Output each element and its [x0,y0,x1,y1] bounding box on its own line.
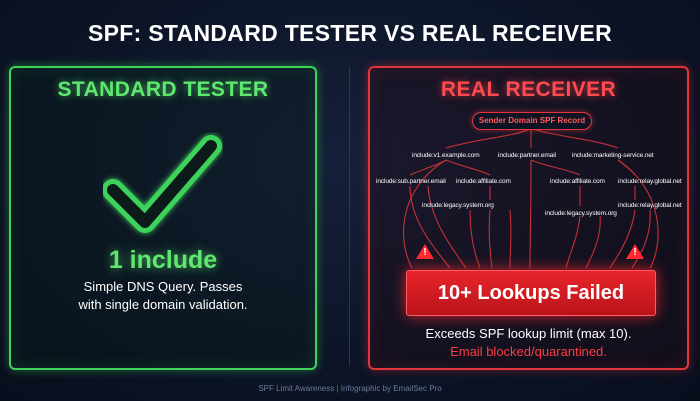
real-receiver-heading: REAL RECEIVER [440,78,617,101]
include-item: include:legacy.system.org [545,210,617,217]
standard-tester-heading: STANDARD TESTER [57,78,269,101]
warning-icon [626,244,644,259]
include-item: include:marketing-service.net [572,152,654,159]
include-count: 1 include [108,246,218,274]
standard-tester-panel: STANDARD TESTER 1 include Simple DNS Que… [9,66,317,370]
footer-credit: SPF Limit Awareness | Infographic by Ema… [258,384,442,393]
include-item: include:partner.email [498,152,556,159]
real-receiver-panel: REAL RECEIVER Sender Domai [368,66,689,370]
real-receiver-desc-line2: Email blocked/quarantined. [450,344,607,359]
include-item: include:affiliate.com [550,178,605,185]
center-divider [349,66,350,366]
page-title: SPF: STANDARD TESTER VS REAL RECEIVER [88,20,612,46]
include-item: include:affiliate.com [456,178,511,185]
real-receiver-desc-line1: Exceeds SPF lookup limit (max 10). [425,326,632,341]
standard-desc-line2: with single domain validation. [78,297,248,312]
warning-mark: ! [633,247,637,258]
warning-icon [416,244,434,259]
standard-desc-line1: Simple DNS Query. Passes [83,279,243,294]
include-item: include:sub.partner.email [376,178,446,185]
standard-tester-description: Simple DNS Query. Passes with single dom… [11,278,315,314]
lookups-failed-banner: 10+ Lookups Failed [406,270,656,316]
sender-domain-spf-record: Sender Domain SPF Record [472,112,592,130]
warning-mark: ! [423,247,427,258]
checkmark-icon [103,135,222,233]
include-item: include:relay.global.net [618,178,682,185]
include-item: include:legacy.system.org [422,202,494,209]
include-item: include:relay.global.net [618,202,682,209]
include-item: include:v1.example.com [412,152,480,159]
include-tree-lines [402,127,659,269]
